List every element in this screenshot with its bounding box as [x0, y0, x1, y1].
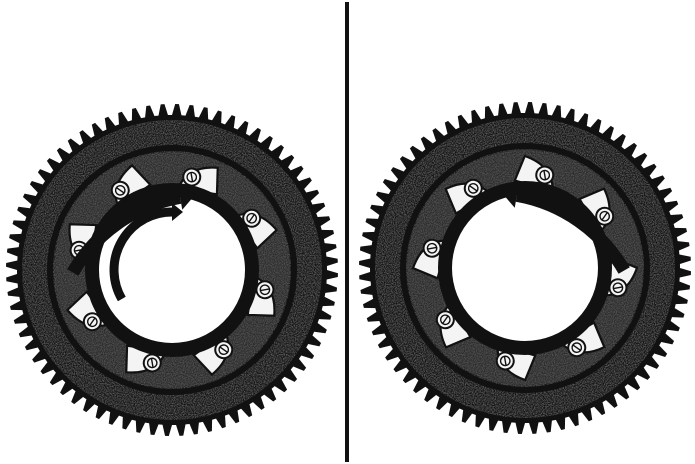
left-ratchet-panel [6, 104, 338, 436]
right-ratchet-panel [359, 102, 691, 434]
